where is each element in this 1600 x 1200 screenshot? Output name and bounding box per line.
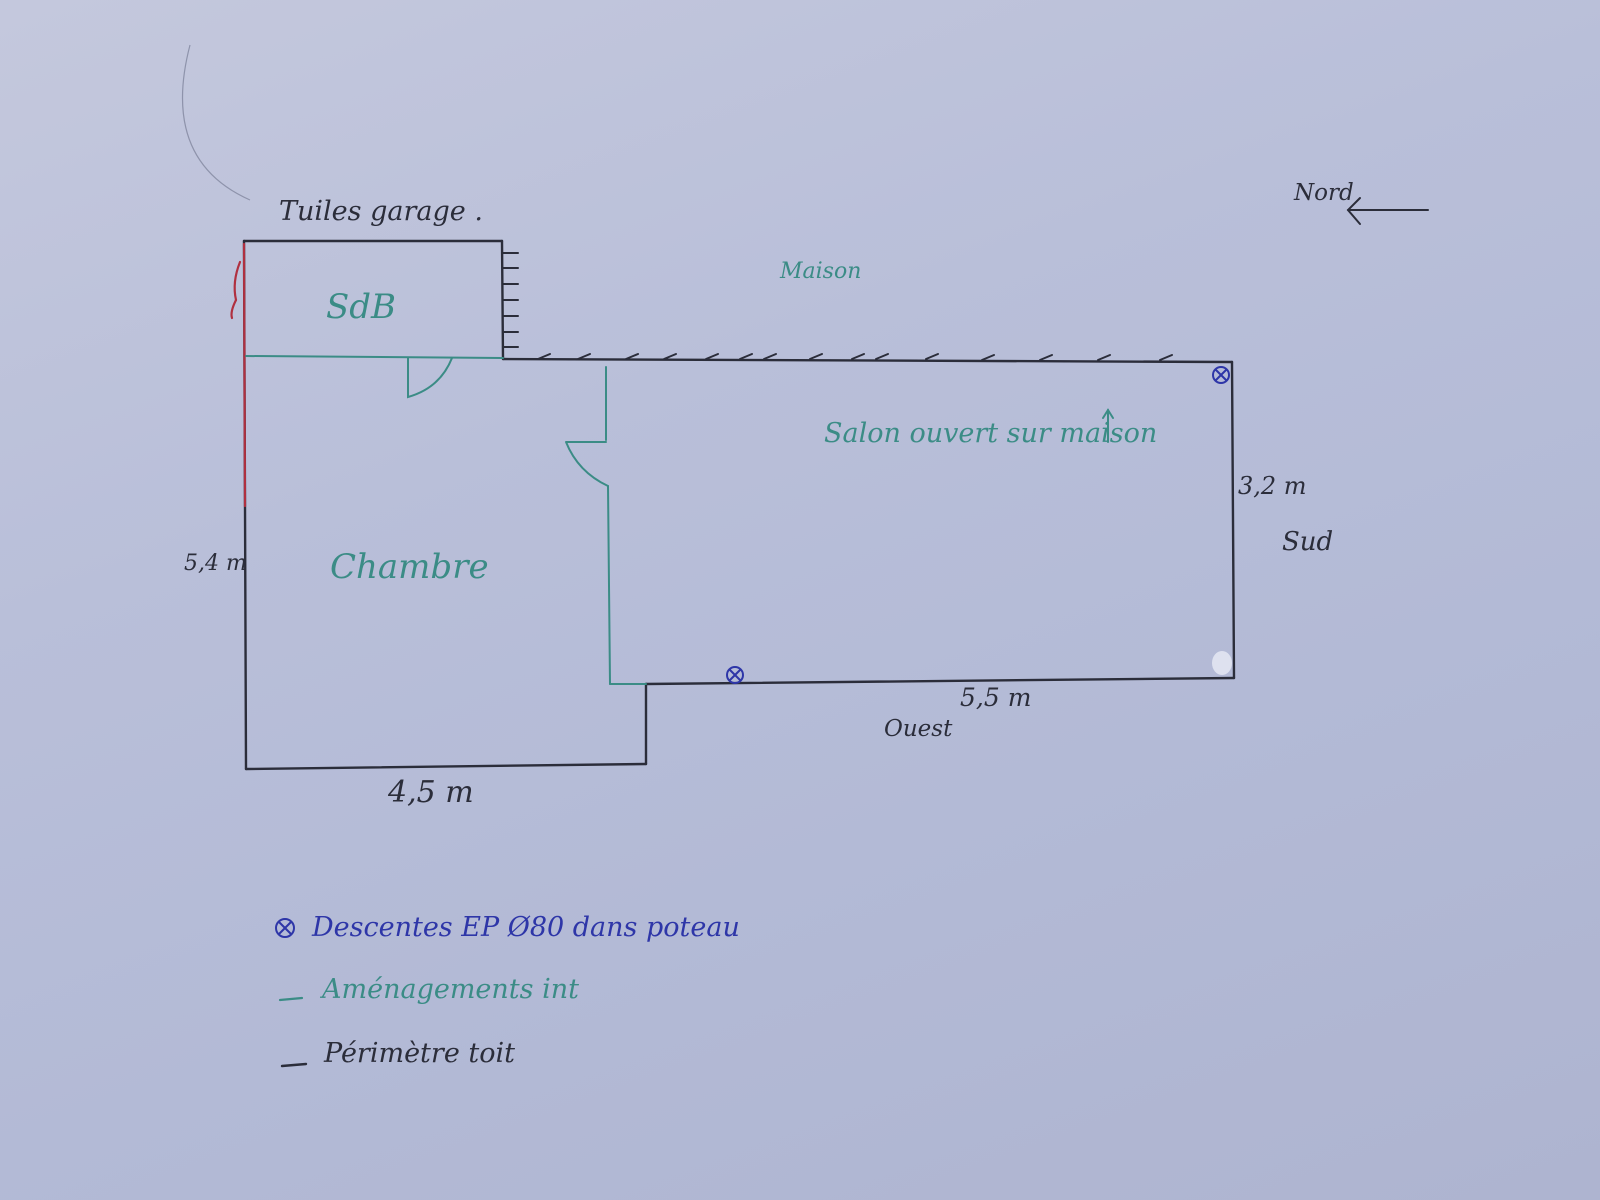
legend-black-line-icon xyxy=(280,1062,308,1068)
roof-perimeter xyxy=(242,239,1236,771)
red-wall-marker xyxy=(230,242,247,508)
downspout-icon xyxy=(726,666,744,684)
label-chambre: Chambre xyxy=(330,547,489,587)
label-ouest: Ouest xyxy=(884,716,953,742)
arrow-up-icon xyxy=(1102,408,1114,443)
paper-blemish xyxy=(1212,651,1232,675)
label-nord: Nord xyxy=(1293,180,1354,206)
downspout-icon xyxy=(1212,366,1230,384)
legend-teal-line-icon xyxy=(278,996,304,1002)
dimension-height-left: 5,4 m xyxy=(184,551,247,576)
tile-ticks-horizontal xyxy=(537,353,1173,361)
interior-walls xyxy=(245,355,647,685)
legend-perimetre: Périmètre toit xyxy=(323,1038,515,1069)
arrow-left-icon xyxy=(1346,197,1429,225)
legend-amenagements: Aménagements int xyxy=(319,974,579,1005)
label-salon: Salon ouvert sur maison xyxy=(824,418,1157,449)
pencil-arc xyxy=(181,44,251,201)
label-sdb: SdB xyxy=(326,287,396,327)
label-sud: Sud xyxy=(1282,527,1333,557)
dimension-width-bottom: 4,5 m xyxy=(387,775,474,810)
label-tuiles-garage: Tuiles garage . xyxy=(279,196,483,227)
dimension-height-right: 3,2 m xyxy=(1238,472,1307,500)
label-maison: Maison xyxy=(779,259,861,284)
legend-downspout-icon xyxy=(275,918,295,938)
legend-descentes: Descentes EP Ø80 dans poteau xyxy=(311,912,740,943)
tile-ticks-vertical xyxy=(502,252,519,348)
legend: Descentes EP Ø80 dans poteau Aménagement… xyxy=(275,912,740,1069)
dimension-width-salon: 5,5 m xyxy=(960,683,1031,712)
